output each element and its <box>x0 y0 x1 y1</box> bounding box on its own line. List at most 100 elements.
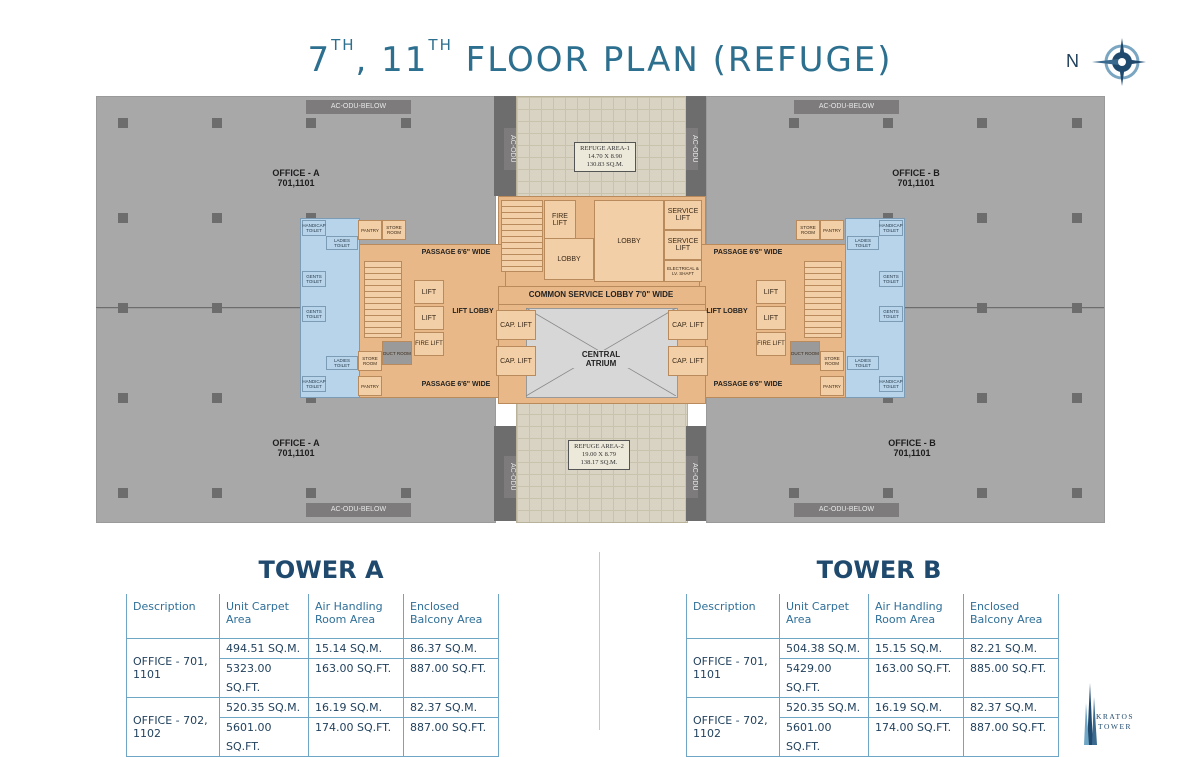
electrical-shaft: ELECTRICAL & LV. SHAFT <box>664 260 702 282</box>
col-description: Description <box>686 594 779 639</box>
gents-toilet-left: GENTS TOILET <box>302 271 326 287</box>
column <box>977 118 987 128</box>
duct-room-right: DUCT ROOM <box>790 341 820 365</box>
ac-odu-below-top-right: AC-ODU-BELOW <box>794 100 899 114</box>
tower-logo-icon <box>1084 683 1097 745</box>
ladies-toilet-right: LADIES TOILET <box>847 236 879 250</box>
ladies-toilet-left-2: LADIES TOILET <box>326 356 358 370</box>
lobby-small: LOBBY <box>544 238 594 280</box>
table-cell: 5601.00 SQ.FT. <box>779 718 868 757</box>
compass: N <box>1062 35 1157 90</box>
handicap-toilet-left-2: HANDICAP TOILET <box>302 376 326 392</box>
col-ahu: Air Handling Room Area <box>868 594 963 639</box>
stair-left <box>364 261 402 338</box>
handicap-toilet-right: HANDICAP TOILET <box>879 220 903 236</box>
lift-right-1: LIFT <box>756 280 786 304</box>
compass-rose-icon <box>1092 38 1146 86</box>
ac-odu-bottom-left: AC-ODU <box>504 456 516 498</box>
column <box>212 488 222 498</box>
column <box>306 118 316 128</box>
ladies-toilet-right-2: LADIES TOILET <box>847 356 879 370</box>
ac-odu-top-right: AC-ODU <box>686 128 698 170</box>
pantry-right-bottom: PANTRY <box>820 376 844 396</box>
store-room-right-top: STORE ROOM <box>796 220 820 240</box>
table-cell: 82.37 SQ.M. <box>403 698 499 718</box>
column <box>118 393 128 403</box>
column <box>977 393 987 403</box>
lift-left-1: LIFT <box>414 280 444 304</box>
ac-odu-below-bottom-right: AC-ODU-BELOW <box>794 503 899 517</box>
pantry-right-top: PANTRY <box>820 220 844 240</box>
tower-a-heading: TOWER A <box>258 556 384 584</box>
logo-line-2: TOWER <box>1098 722 1133 731</box>
cap-lift-left-2: CAP. LIFT <box>496 346 536 376</box>
ac-odu-bottom-right: AC-ODU <box>686 456 698 498</box>
col-unit-carpet: Unit Carpet Area <box>219 594 308 639</box>
column <box>212 303 222 313</box>
table-row-desc: OFFICE - 701, 1101 <box>126 639 219 698</box>
column <box>401 118 411 128</box>
common-lobby-label: COMMON SERVICE LOBBY 7'0" WIDE <box>528 290 674 299</box>
table-cell: 5429.00 SQ.FT. <box>779 659 868 698</box>
column <box>212 213 222 223</box>
pantry-left-top: PANTRY <box>358 220 382 240</box>
column <box>401 488 411 498</box>
ac-odu-below-top-left: AC-ODU-BELOW <box>306 100 411 114</box>
table-cell: 887.00 SQ.FT. <box>403 718 499 757</box>
service-lift-1: SERVICE LIFT <box>664 200 702 230</box>
store-room-left-bottom: STORE ROOM <box>358 351 382 371</box>
column <box>977 213 987 223</box>
duct-room-left: DUCT ROOM <box>382 341 412 365</box>
kratos-tower-logo: KRATOS TOWER <box>1080 683 1140 745</box>
tower-divider <box>599 552 600 730</box>
fire-lift-left: FIRE LIFT <box>414 332 444 356</box>
lift-lobby-left: LIFT LOBBY <box>452 308 494 315</box>
table-cell: 163.00 SQ.FT. <box>308 659 403 698</box>
column <box>883 118 893 128</box>
passage-label-right-bottom: PASSAGE 6'6" WIDE <box>713 381 783 388</box>
column <box>212 118 222 128</box>
gents-toilet-left-2: GENTS TOILET <box>302 306 326 322</box>
table-cell: 5323.00 SQ.FT. <box>219 659 308 698</box>
passage-label-right-top: PASSAGE 6'6" WIDE <box>713 249 783 256</box>
lobby-main: LOBBY <box>594 200 664 282</box>
col-balcony: Enclosed Balcony Area <box>403 594 499 639</box>
store-room-left-top: STORE ROOM <box>382 220 406 240</box>
north-label: N <box>1066 51 1079 71</box>
column <box>1072 393 1082 403</box>
column <box>212 393 222 403</box>
column <box>789 488 799 498</box>
service-lift-2: SERVICE LIFT <box>664 230 702 260</box>
table-cell: 5601.00 SQ.FT. <box>219 718 308 757</box>
table-row-desc: OFFICE - 701, 1101 <box>686 639 779 698</box>
table-cell: 494.51 SQ.M. <box>219 639 308 659</box>
table-cell: 174.00 SQ.FT. <box>868 718 963 757</box>
table-cell: 520.35 SQ.M. <box>219 698 308 718</box>
table-cell: 163.00 SQ.FT. <box>868 659 963 698</box>
col-balcony: Enclosed Balcony Area <box>963 594 1059 639</box>
table-cell: 82.37 SQ.M. <box>963 698 1059 718</box>
tower-a-table: Description Unit Carpet Area Air Handlin… <box>126 594 499 757</box>
column <box>883 393 893 403</box>
column <box>118 488 128 498</box>
column <box>306 488 316 498</box>
gents-toilet-right: GENTS TOILET <box>879 271 903 287</box>
stair-right <box>804 261 842 338</box>
column <box>1072 118 1082 128</box>
gents-toilet-right-2: GENTS TOILET <box>879 306 903 322</box>
ac-odu-below-bottom-left: AC-ODU-BELOW <box>306 503 411 517</box>
column <box>306 393 316 403</box>
handicap-toilet-right-2: HANDICAP TOILET <box>879 376 903 392</box>
column <box>883 488 893 498</box>
column <box>118 118 128 128</box>
table-cell: 16.19 SQ.M. <box>868 698 963 718</box>
table-cell: 86.37 SQ.M. <box>403 639 499 659</box>
floor-plan: AC-ODU-BELOW AC-ODU-BELOW AC-ODU-BELOW A… <box>96 96 1105 523</box>
lift-lobby-right: LIFT LOBBY <box>706 308 748 315</box>
passage-label-left-bottom: PASSAGE 6'6" WIDE <box>421 381 491 388</box>
